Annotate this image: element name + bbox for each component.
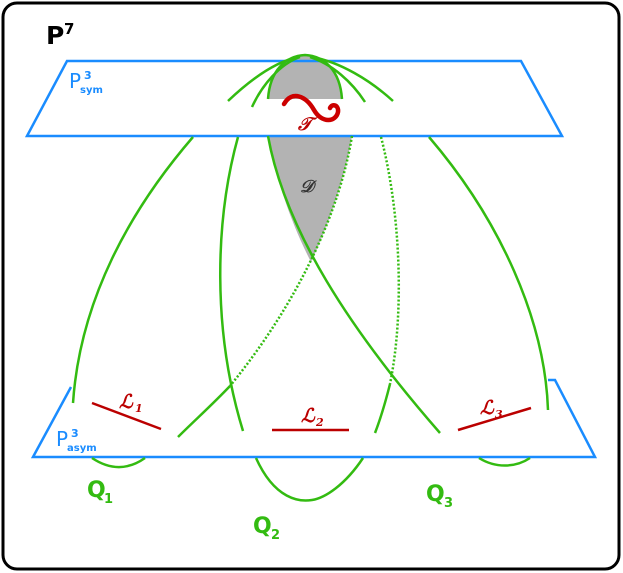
svg-text:3: 3 xyxy=(71,427,79,440)
svg-text:asym: asym xyxy=(67,443,97,454)
line-l3 xyxy=(457,406,532,432)
label-q1: Q 1 xyxy=(87,478,113,507)
svg-text:P: P xyxy=(69,69,81,93)
quadric-arc xyxy=(266,53,344,100)
ambient-space-label: P 7 xyxy=(46,20,74,50)
label-p3-asym: P 3 asym xyxy=(56,427,97,454)
q2-left-arm xyxy=(219,136,245,432)
svg-text:3: 3 xyxy=(84,69,92,82)
svg-text:3: 3 xyxy=(495,408,503,421)
curve-t xyxy=(281,93,341,123)
q3-lower-arc xyxy=(478,456,531,467)
label-d: 𝒟 xyxy=(300,177,317,197)
q1-right-arm xyxy=(177,385,231,438)
svg-text:ℒ: ℒ xyxy=(480,397,495,419)
upper-quadric-arcs xyxy=(227,53,394,108)
q1-left-arm xyxy=(71,136,194,404)
quadric-arc xyxy=(309,55,367,103)
svg-text:3: 3 xyxy=(444,496,453,511)
plane-p3-sym xyxy=(24,59,565,138)
label-l2: ℒ 2 xyxy=(301,405,324,429)
label-q2: Q 2 xyxy=(253,514,280,543)
svg-text:1: 1 xyxy=(104,492,113,507)
svg-text:P: P xyxy=(46,21,64,50)
svg-text:Q: Q xyxy=(426,482,445,507)
label-l1: ℒ 1 xyxy=(119,391,143,415)
label-q3: Q 3 xyxy=(426,482,453,511)
q1-right-arm-hidden xyxy=(229,135,354,387)
region-d xyxy=(268,136,352,262)
plane-p3-asym xyxy=(30,378,598,459)
line-l1 xyxy=(91,401,162,431)
top-gray-region xyxy=(268,55,342,99)
svg-text:2: 2 xyxy=(315,416,324,429)
svg-text:sym: sym xyxy=(80,85,103,96)
quadric-arc xyxy=(311,55,394,102)
q2-lower-arc xyxy=(254,457,365,502)
q3-right-arm xyxy=(428,136,550,411)
quadric-curves xyxy=(71,135,550,438)
svg-text:7: 7 xyxy=(64,20,74,38)
svg-text:Q: Q xyxy=(253,514,272,539)
q1-lower-arc xyxy=(91,456,146,469)
label-p3-sym: P 3 sym xyxy=(69,69,103,96)
svg-text:ℒ: ℒ xyxy=(119,391,134,413)
svg-text:P: P xyxy=(56,427,68,451)
q2-right-arm-hidden xyxy=(379,136,401,385)
q3-left-arm xyxy=(266,135,441,434)
svg-text:ℒ: ℒ xyxy=(301,405,316,427)
svg-text:2: 2 xyxy=(271,528,280,543)
svg-text:1: 1 xyxy=(135,402,143,415)
svg-text:Q: Q xyxy=(87,478,106,503)
label-l3: ℒ 3 xyxy=(480,397,503,421)
q2-right-arm xyxy=(373,383,392,434)
